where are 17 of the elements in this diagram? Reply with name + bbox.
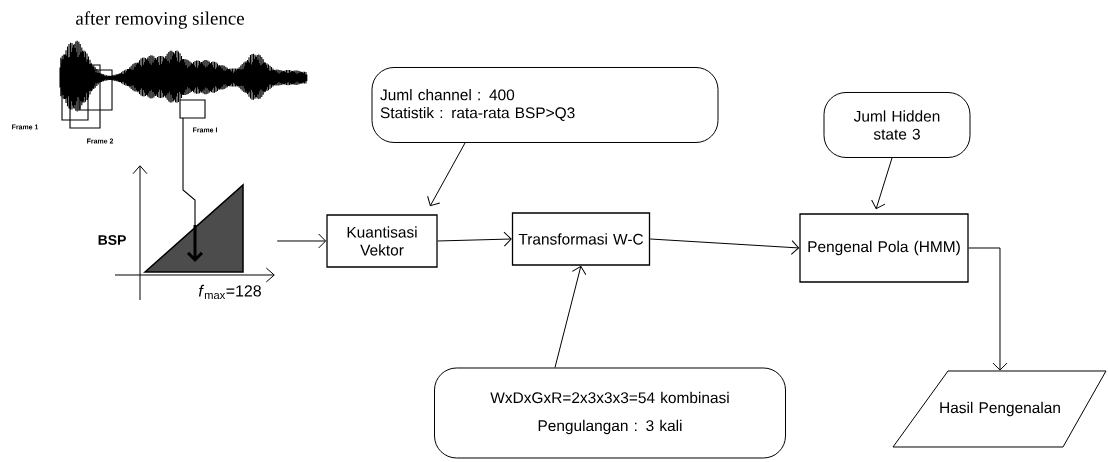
cloud-callout: Juml Hidden state 3 bbox=[823, 92, 971, 158]
arrow bbox=[427, 142, 466, 207]
arrow bbox=[968, 247, 1008, 371]
process-box: Kuantisasi Vektor bbox=[326, 214, 438, 268]
heading-text: after removing silence bbox=[76, 11, 244, 29]
arrow bbox=[276, 233, 327, 249]
axis-label: f$_{max}$=128 bbox=[198, 284, 261, 300]
output-parallelogram: Hasil Pengenalan bbox=[892, 370, 1107, 448]
arrow bbox=[554, 265, 587, 368]
process-box: Transformasi W-C bbox=[511, 212, 651, 266]
arrow bbox=[649, 238, 800, 255]
arrow bbox=[437, 231, 512, 247]
process-box: Pengenal Pola (HMM) bbox=[799, 213, 969, 283]
arrow bbox=[871, 157, 893, 210]
axis-label: BSP bbox=[98, 235, 126, 245]
cloud-callout: Juml channel : 400 Statistik : rata-rata BSP>Q3 bbox=[371, 67, 719, 143]
cloud-callout: WxDxGxR=2x3x3x3=54 kombinasi Pengulangan : 3 kali bbox=[434, 367, 786, 459]
